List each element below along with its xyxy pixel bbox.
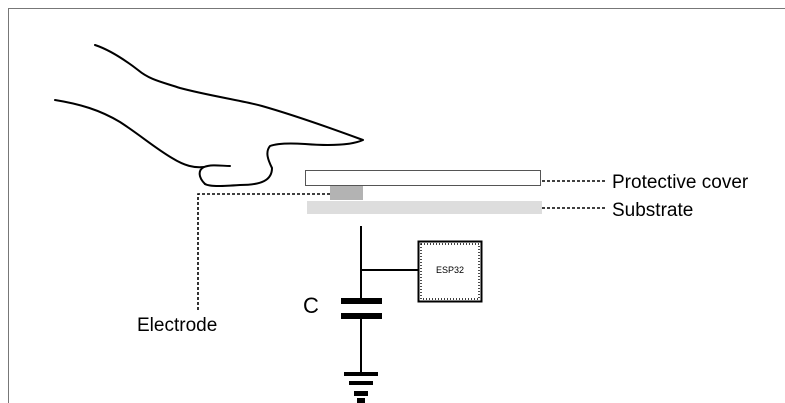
electrode-leader-line bbox=[197, 193, 330, 311]
chip-pin-ring bbox=[420, 243, 480, 300]
electrode-label: Electrode bbox=[137, 315, 217, 336]
leader-lines bbox=[197, 180, 606, 311]
ground-bar-4 bbox=[357, 398, 365, 403]
circuit bbox=[360, 226, 418, 372]
capacitor-plate-bottom bbox=[341, 313, 382, 319]
substrate-label: Substrate bbox=[612, 200, 693, 221]
hand-upper-outline bbox=[94, 44, 364, 187]
substrate bbox=[307, 201, 542, 214]
capacitor-plate-top bbox=[341, 298, 382, 304]
hand-icon bbox=[54, 44, 364, 187]
capacitor-label: C bbox=[303, 293, 319, 318]
ground-icon bbox=[344, 372, 378, 403]
ground-bar-1 bbox=[344, 372, 378, 376]
chip-label: ESP32 bbox=[436, 265, 464, 275]
ground-bar-3 bbox=[354, 391, 368, 396]
esp32-chip: ESP32 bbox=[417, 240, 483, 303]
protective-cover bbox=[305, 170, 541, 186]
electrode bbox=[330, 186, 363, 200]
frame bbox=[8, 8, 785, 403]
chip-body bbox=[417, 240, 483, 303]
protective-cover-label: Protective cover bbox=[612, 172, 749, 193]
ground-bar-2 bbox=[349, 381, 373, 385]
hand-thumb-outline bbox=[198, 164, 231, 185]
hand-lower-outline bbox=[54, 99, 205, 169]
capacitor-symbol bbox=[341, 298, 382, 319]
